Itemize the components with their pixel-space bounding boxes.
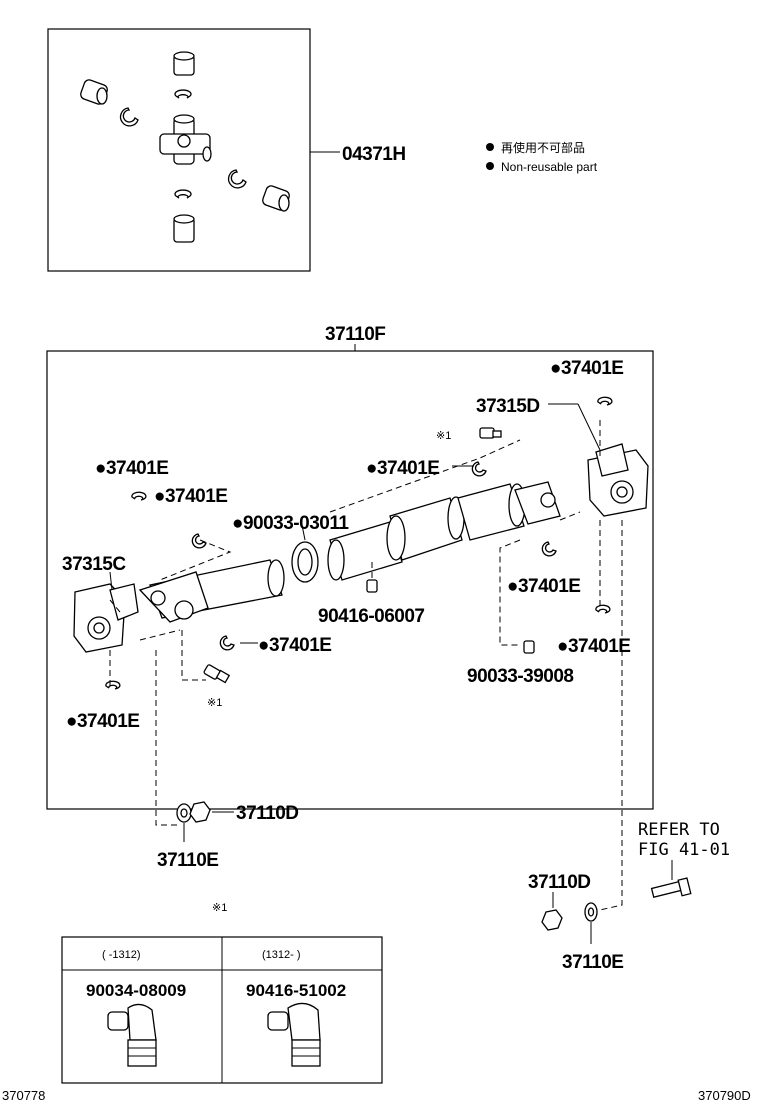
label-37401e-center-low: ●37401E	[258, 635, 331, 656]
repair-kit-box	[47, 28, 311, 272]
grease-fitting-icon	[366, 579, 378, 593]
snap-ring-icon	[541, 541, 557, 557]
washer-icon	[584, 902, 598, 922]
label-37110d-right: 37110D	[528, 872, 591, 893]
snap-ring-icon	[597, 396, 613, 406]
kit-part-label: 04371H	[342, 144, 406, 165]
bearing-cup-right-icon	[262, 185, 290, 212]
propeller-shaft-icon	[138, 481, 561, 623]
label-37110e-left: 37110E	[157, 850, 218, 871]
snap-ring-icon	[174, 89, 192, 99]
label-90033-39008: 90033-39008	[467, 666, 574, 687]
grease-fitting-straight-icon	[107, 1003, 157, 1067]
bearing-cup-top-icon	[173, 51, 195, 76]
footer-left-code: 370778	[2, 1088, 45, 1103]
plug-icon	[523, 640, 535, 654]
grease-fitting-angled-icon	[267, 1002, 321, 1067]
label-37401e-right-mid: ●37401E	[507, 576, 580, 597]
flange-yoke-rear-icon	[587, 443, 649, 517]
refer-to-line2[interactable]: FIG 41-01	[638, 840, 730, 860]
non-reusable-bullet-icon	[486, 143, 494, 151]
universal-joint-spider-icon	[159, 114, 212, 165]
grease-fitting-icon	[479, 427, 502, 439]
label-37315c: 37315C	[62, 554, 126, 575]
snap-ring-icon	[131, 491, 147, 501]
label-90416-06007: 90416-06007	[318, 606, 425, 627]
snap-ring-icon	[174, 189, 192, 199]
label-37401e-left-second: ●37401E	[154, 486, 227, 507]
snap-ring-icon	[595, 604, 611, 614]
assembly-part-label: 37110F	[325, 324, 385, 345]
label-37110d-left: 37110D	[236, 803, 299, 824]
table-col1-range: ( -1312)	[102, 949, 141, 961]
snap-ring-icon	[227, 169, 247, 189]
label-37315d: 37315D	[476, 396, 540, 417]
variant-table	[61, 936, 383, 1084]
non-reusable-bullet-icon	[486, 162, 494, 170]
table-col1-part: 90034-08009	[86, 981, 186, 1000]
label-37401e-top-right: ●37401E	[550, 358, 623, 379]
table-col2-range: (1312- )	[262, 949, 301, 961]
footer-right-code: 370790D	[698, 1088, 751, 1103]
refer-to-line1[interactable]: REFER TO	[638, 820, 720, 840]
table-col2-part: 90416-51002	[246, 981, 346, 1000]
label-37401e-left-bottom: ●37401E	[66, 711, 139, 732]
nut-icon	[189, 801, 211, 823]
legend: 再使用不可部品 Non-reusable part	[486, 140, 598, 174]
nut-icon	[541, 909, 563, 931]
washer-icon	[176, 803, 192, 823]
label-37401e-right-low: ●37401E	[557, 636, 630, 657]
snap-ring-icon	[105, 680, 121, 690]
legend-line-ja: 再使用不可部品	[501, 140, 585, 155]
snap-ring-icon	[219, 635, 235, 651]
snap-ring-icon	[119, 107, 139, 127]
bearing-cup-bottom-icon	[173, 214, 195, 243]
table-note-mark: ※1	[212, 902, 227, 914]
label-37110e-right: 37110E	[562, 952, 623, 973]
snap-ring-icon	[471, 461, 487, 477]
label-37401e-mid: ●37401E	[366, 458, 439, 479]
snap-ring-icon	[191, 533, 207, 549]
bolt-icon	[650, 877, 692, 898]
label-37401e-left-top: ●37401E	[95, 458, 168, 479]
assembly-box	[46, 350, 654, 810]
grease-fitting-icon	[203, 664, 231, 684]
label-note1-top: ※1	[436, 430, 451, 442]
flange-yoke-front-icon	[73, 583, 139, 653]
legend-line-en: Non-reusable part	[501, 160, 598, 174]
label-90033-03011: ●90033-03011	[232, 513, 349, 534]
bearing-cup-left-icon	[80, 79, 108, 105]
label-note1-bottom: ※1	[207, 697, 222, 709]
